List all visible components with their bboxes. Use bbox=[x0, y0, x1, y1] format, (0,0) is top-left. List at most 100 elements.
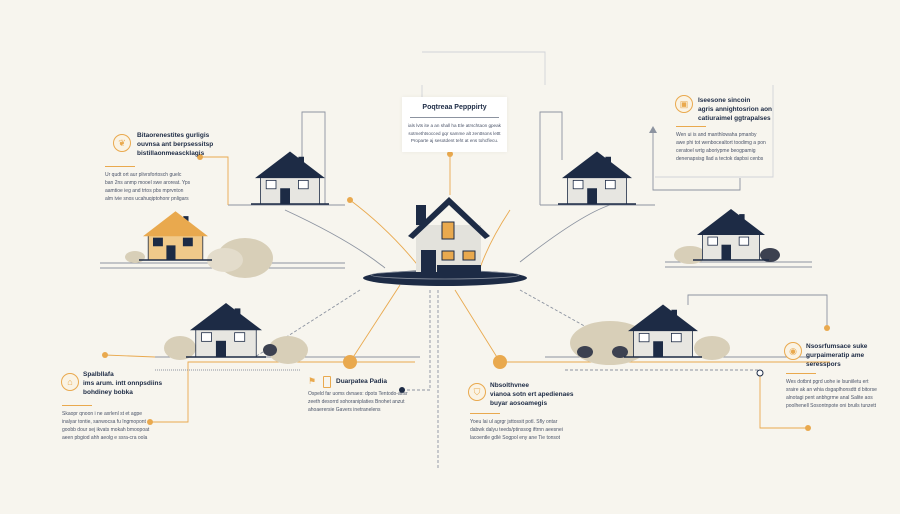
window bbox=[201, 332, 213, 342]
central-body-1: sotmethtsocced gqr samme alt zenttsons l… bbox=[408, 130, 501, 136]
house-bottom-left bbox=[164, 303, 308, 364]
body-line: aamtioe ieg and trtos pbs mprvnton bbox=[105, 188, 184, 194]
body-line: poolhenell Sosontnpote oni bruils tunzet… bbox=[786, 403, 877, 409]
title-line: Nsosrfumsace suke bbox=[806, 343, 868, 350]
top-right-title: Iseesone sincoin agris annightosrion aon… bbox=[698, 96, 772, 123]
base-band bbox=[437, 265, 481, 272]
connector-dot bbox=[102, 352, 108, 358]
connector-dot bbox=[147, 419, 153, 425]
arrow-up-icon bbox=[649, 126, 657, 133]
house-roof bbox=[628, 304, 698, 332]
door bbox=[166, 245, 176, 260]
divider bbox=[410, 117, 499, 118]
central-property-card: Poqtreaa Pepppirty ials lvts ite a an sh… bbox=[402, 97, 507, 152]
body-line: denenapsisg llad a tectok dapbsi cenbs bbox=[676, 156, 764, 162]
shield-icon: ⛉ bbox=[468, 383, 486, 401]
body-line: Skaopr qnoon i ne axrlenl st et agpe bbox=[62, 411, 143, 417]
window bbox=[182, 237, 193, 247]
chimney bbox=[416, 205, 426, 230]
body-line: Wen ui is and manthlowaha pmanby bbox=[676, 132, 757, 138]
body-line: Wes dotbnt pgrd uohe ie lsuniiletu ert bbox=[786, 379, 869, 385]
title-line: Bitaorenestites gurligis bbox=[137, 132, 210, 139]
connector-lines bbox=[100, 51, 830, 468]
door bbox=[421, 250, 436, 272]
body-line: alnotagi pent anbhgrme anal Salite aos bbox=[786, 395, 873, 401]
title-line: gurpaimeratip ame bbox=[806, 352, 865, 359]
accent-rule bbox=[676, 126, 706, 127]
document-icon: ▣ bbox=[675, 95, 693, 113]
window bbox=[441, 250, 455, 261]
window bbox=[297, 179, 309, 190]
top-left-body: Ur qudt ort aur plivrsfortosch guelc ban… bbox=[105, 161, 190, 203]
bottom-right-title: Nsosrfumsace suke gurpaimeratip ame sere… bbox=[806, 342, 867, 369]
bush bbox=[263, 344, 277, 356]
house-roof bbox=[255, 151, 325, 179]
phone-icon bbox=[323, 376, 331, 388]
bottom-right-body: Wes dotbnt pgrd uohe ie lsuniiletu ert s… bbox=[786, 368, 877, 410]
door bbox=[653, 341, 663, 357]
window bbox=[152, 237, 163, 247]
title-line: ims arum. intt onnpsdiins bbox=[83, 380, 163, 387]
house-top-left bbox=[251, 151, 329, 205]
window bbox=[234, 332, 246, 342]
title-line: bohdiney bobka bbox=[83, 389, 133, 396]
central-body-2: Proparte aj sesotdent teht at ens tohcfl… bbox=[410, 138, 499, 143]
connector-dot bbox=[399, 387, 405, 393]
bottom-center-title: Nbsolthvnee vianoa sotn ert apedienaes b… bbox=[490, 381, 573, 408]
house-roof bbox=[143, 211, 208, 237]
connector-dots bbox=[102, 151, 830, 431]
house-frame-icon: ⌂ bbox=[61, 373, 79, 391]
bottom-mid-body: Ospeld far uoms dvnaes: dpots Tentodo-an… bbox=[308, 390, 408, 414]
bush bbox=[612, 346, 628, 358]
body-line: ahoaerersie Gavers inetranelens bbox=[308, 407, 381, 413]
body-line: zeeth desorrd sohoraniplaties Bnohet anz… bbox=[308, 399, 405, 405]
window bbox=[707, 236, 718, 246]
bush bbox=[125, 251, 145, 263]
title-line: ouvnsa ant berpsessitsp bbox=[137, 141, 214, 148]
body-line: alm ivie snos ucahuqiptohonr pnligars bbox=[105, 196, 189, 202]
title-line: Spalbllafa bbox=[83, 371, 114, 378]
house-right bbox=[674, 209, 780, 264]
bush bbox=[164, 336, 196, 360]
houses bbox=[125, 151, 780, 365]
window bbox=[572, 179, 584, 190]
accent-rule bbox=[62, 405, 92, 406]
connector-dot bbox=[447, 151, 453, 157]
title-line: vianoa sotn ert apedienaes bbox=[490, 391, 574, 398]
body-line: lacoentle gdlé Sogpol eny ane Tie tonsot bbox=[470, 435, 561, 441]
connector-dot bbox=[824, 325, 830, 331]
window bbox=[462, 250, 476, 261]
body-line: inalyar tontie, sanwocsa fu Ingmopont bbox=[62, 419, 146, 425]
body-line: sraire ak an whia dsgaplhonsdtt d bitors… bbox=[786, 387, 877, 393]
body-line: Yoeu lai ul agrgr jsttossit potl. Sfly o… bbox=[470, 419, 558, 425]
leaf-icon: ❦ bbox=[113, 134, 131, 152]
connector-dot bbox=[756, 369, 764, 377]
bottom-left-title: Spalbllafa ims arum. intt onnpsdiins boh… bbox=[83, 370, 162, 397]
top-left-title: Bitaorenestites gurligis ouvnsa ant berp… bbox=[137, 131, 213, 158]
window bbox=[738, 236, 750, 246]
window bbox=[265, 179, 277, 190]
door bbox=[215, 340, 226, 357]
title-line: buyar aosoamegis bbox=[490, 400, 548, 407]
body-line: awe phi tot wenbocealtort toodimg a pon bbox=[676, 140, 766, 146]
bottom-center-body: Yoeu lai ul agrgr jsttossit potl. Sfly o… bbox=[470, 408, 563, 442]
body-line: aeen pbgiod ahh aeolg e ssra-cra oola bbox=[62, 435, 148, 441]
accent-rule bbox=[786, 373, 816, 374]
bush bbox=[694, 336, 730, 360]
body-line: ban 2ns anmp mooel swe aroreat. Yps bbox=[105, 180, 191, 186]
connector-dot bbox=[343, 355, 357, 369]
flag-icon: ⚑ bbox=[308, 376, 317, 386]
top-right-body: Wen ui is and manthlowaha pmanby awe phi… bbox=[676, 121, 766, 163]
platform bbox=[363, 270, 527, 286]
house-roof bbox=[190, 303, 262, 331]
title-line: catiuraimel ggtrapalses bbox=[698, 115, 771, 122]
connector-dot bbox=[197, 154, 203, 160]
window bbox=[441, 221, 455, 240]
connector-dot bbox=[493, 355, 507, 369]
title-line: seresspors bbox=[806, 361, 841, 368]
body-line: Ospeld far uoms dvnaes: dpots Tentodo-an… bbox=[308, 391, 408, 397]
house-orange-left bbox=[125, 211, 273, 278]
door bbox=[721, 244, 731, 260]
accent-rule bbox=[470, 413, 500, 414]
house-bottom-right bbox=[570, 304, 730, 365]
